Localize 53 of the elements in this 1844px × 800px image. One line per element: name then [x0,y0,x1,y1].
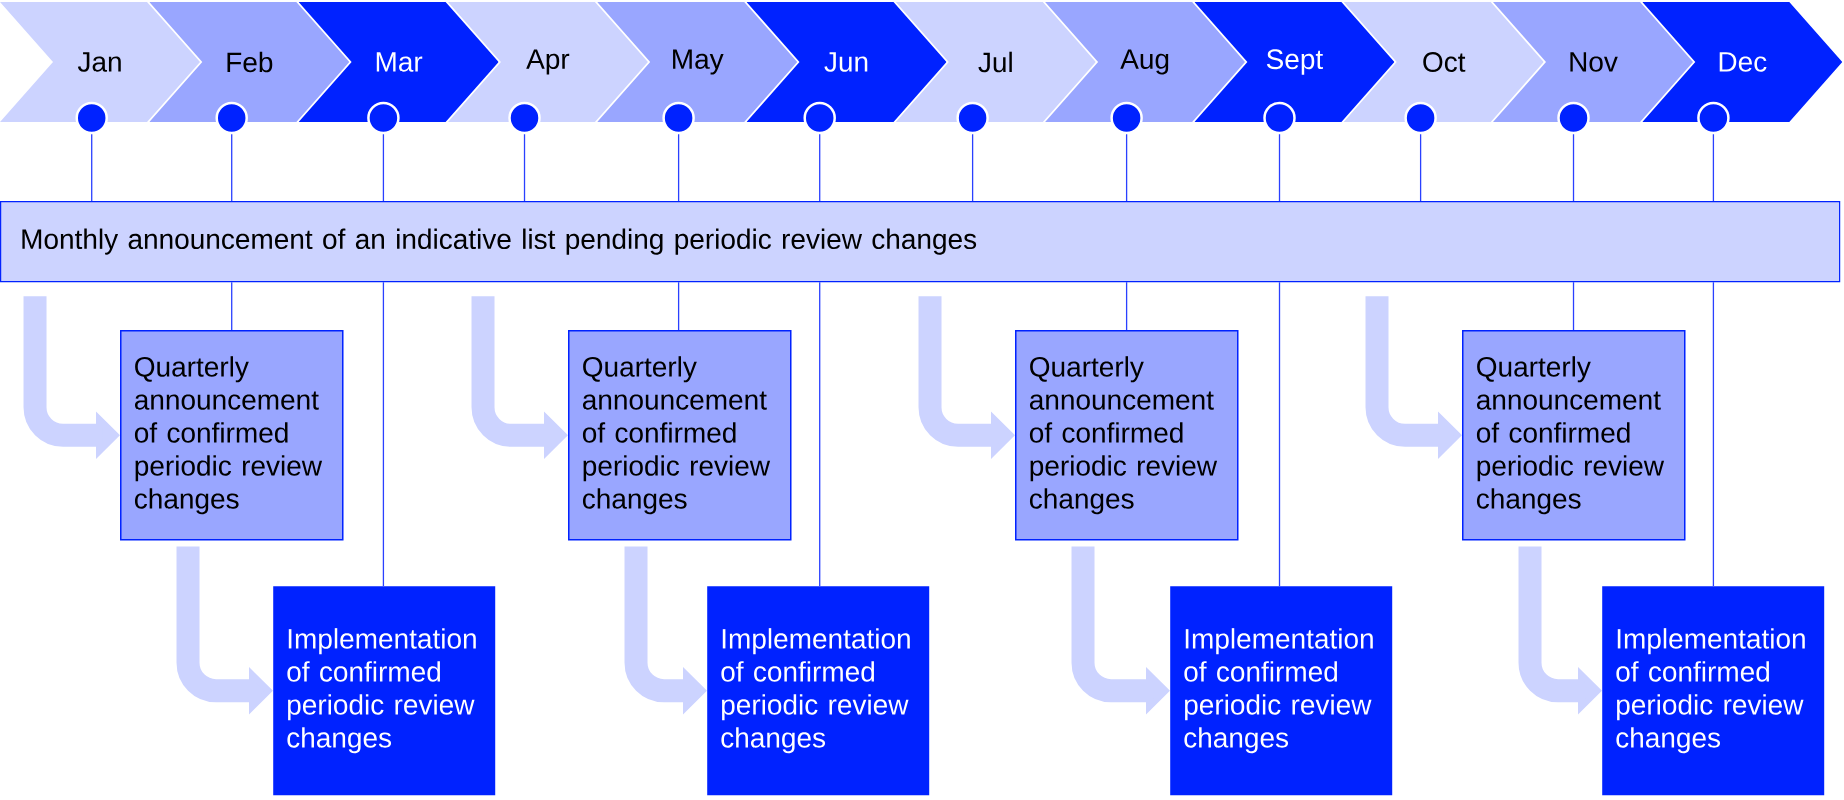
month-banner: Feb [149,2,350,122]
connector-line [91,133,93,202]
month-banner: Oct [1343,2,1544,122]
process-box: Implementation of confirmed periodic review changes [273,586,496,796]
timeline-dot [1110,101,1143,135]
connector-line [1572,133,1575,202]
connector-line [231,133,233,202]
timeline-dot [1697,101,1730,135]
connector-line [1712,133,1715,202]
timeline-dot [215,101,248,135]
timeline-dot [367,101,400,135]
connector-line [1572,281,1575,331]
connector-line [382,133,385,202]
month-banner: Sept [1194,2,1395,122]
process-box: Quarterly announcement of confirmed periodic review changes [568,330,792,541]
connector-line [1125,281,1128,331]
connector-line [971,133,974,202]
month-banner: May [597,2,798,122]
connector-line [523,133,526,202]
month-banner: Nov [1493,2,1693,122]
connector-line [819,281,821,587]
timeline-dot [1263,101,1296,135]
connector-line [1712,281,1715,587]
timeline-dot [803,101,836,135]
timeline-dot [956,101,989,135]
connector-line [677,281,680,331]
timeline-dot [1404,101,1437,135]
connector-line [819,133,821,202]
process-box: Implementation of confirmed periodic review changes [707,586,930,796]
connector-line [1278,133,1281,202]
timeline-dot [662,101,695,135]
connector-line [1278,281,1281,587]
connector-line [677,133,680,202]
process-box: Quarterly announcement of confirmed periodic review changes [1462,330,1686,541]
connector-line [231,281,233,331]
connector-line [382,281,385,587]
month-banner: Apr [447,2,648,122]
process-box: Implementation of confirmed periodic review changes [1170,586,1393,796]
connector-line [1419,133,1422,202]
month-banner: Jul [895,2,1096,122]
announcement-band: Monthly announcement of an indicative list pending periodic review changes [0,201,1841,283]
month-banner: Jun [746,2,947,122]
process-box: Quarterly announcement of confirmed periodic review changes [1015,330,1239,541]
connector-line [1125,133,1128,202]
timeline-dot [75,101,108,135]
month-banner: Mar [298,2,499,122]
month-banner: Jan [0,2,200,122]
timeline-dot [508,101,541,135]
month-banner: Aug [1045,2,1246,122]
process-box: Implementation of confirmed periodic review changes [1602,586,1825,796]
timeline-dot [1557,101,1590,135]
month-banner: Dec [1642,2,1843,122]
process-box: Quarterly announcement of confirmed periodic review changes [120,330,344,541]
